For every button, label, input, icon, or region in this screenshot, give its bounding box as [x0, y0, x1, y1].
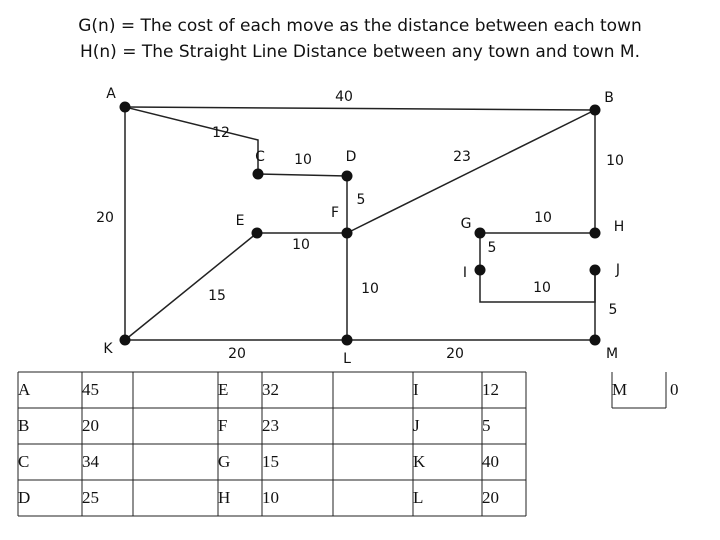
node-B [589, 104, 601, 116]
table-hvalue-E: 32 [262, 380, 279, 399]
edge-A-C [124, 106, 259, 174]
node-label-A: A [106, 86, 116, 102]
table-town-J: J [413, 416, 420, 435]
table-hvalue-F: 23 [262, 416, 279, 435]
edge-cost-I-J: 10 [533, 280, 551, 296]
node-label-I: I [463, 265, 467, 281]
table-town-K: K [413, 452, 426, 471]
edge-cost-B-H: 10 [606, 153, 624, 169]
header-line-h: H(n) = The Straight Line Distance betwee… [79, 42, 640, 62]
node-C [252, 168, 264, 180]
node-label-J: J [615, 262, 620, 278]
node-label-M: M [606, 346, 618, 362]
edge-cost-E-K: 15 [208, 288, 226, 304]
table-hvalue-G: 15 [262, 452, 279, 471]
node-label-C: C [255, 149, 265, 165]
node-J [589, 264, 601, 276]
table-town-A: A [18, 380, 31, 399]
node-F [341, 227, 353, 239]
node-A [119, 101, 131, 113]
node-label-F: F [331, 205, 339, 221]
table-town-F: F [218, 416, 228, 435]
node-label-H: H [614, 219, 625, 235]
edge-cost-A-K: 20 [96, 210, 114, 226]
table-town-L: L [413, 488, 424, 507]
table-town-C: C [18, 452, 30, 471]
table-town-I: I [413, 380, 419, 399]
table-town-G: G [218, 452, 231, 471]
edge-cost-D-F: 5 [357, 192, 366, 208]
edge-cost-J-M: 5 [609, 302, 618, 318]
table-hvalue-B: 20 [82, 416, 99, 435]
node-label-L: L [343, 351, 351, 367]
edge-F-B [346, 109, 596, 234]
edge-cost-A-B: 40 [335, 89, 353, 105]
edge-C-D [257, 173, 348, 177]
table-town-B: B [18, 416, 30, 435]
table-town-D: D [18, 488, 31, 507]
table-town-E: E [218, 380, 229, 399]
node-label-B: B [604, 90, 614, 106]
table-hvalue-C: 34 [82, 452, 99, 471]
edge-cost-G-H: 10 [534, 210, 552, 226]
node-label-K: K [103, 341, 113, 357]
edge-A-B [124, 106, 596, 111]
node-label-G: G [461, 216, 472, 232]
table-hvalue-I: 12 [482, 380, 499, 399]
edge-cost-C-D: 10 [294, 152, 312, 168]
table-hvalue-M: 0 [670, 380, 679, 399]
table-hvalue-D: 25 [82, 488, 99, 507]
edge-cost-E-F: 10 [292, 237, 310, 253]
table-town-H: H [218, 488, 231, 507]
node-K [119, 334, 131, 346]
table-hvalue-A: 45 [82, 380, 99, 399]
node-G [474, 227, 486, 239]
node-D [341, 170, 353, 182]
edge-cost-F-B: 23 [453, 149, 471, 165]
node-I [474, 264, 486, 276]
edge-cost-F-L: 10 [361, 281, 379, 297]
table-hvalue-L: 20 [482, 488, 499, 507]
edge-cost-L-M: 20 [446, 346, 464, 362]
table-hvalue-J: 5 [482, 416, 491, 435]
node-M [589, 334, 601, 346]
table-hvalue-K: 40 [482, 452, 499, 471]
node-H [589, 227, 601, 239]
header-line-g: G(n) = The cost of each move as the dist… [78, 16, 642, 36]
node-label-E: E [236, 213, 245, 229]
table-hvalue-H: 10 [262, 488, 279, 507]
edge-cost-K-L: 20 [228, 346, 246, 362]
node-label-D: D [346, 149, 357, 165]
node-L [341, 334, 353, 346]
table-town-M: M [612, 380, 628, 399]
edge-cost-G-I: 5 [488, 240, 497, 256]
edge-E-K [124, 232, 258, 341]
node-E [251, 227, 263, 239]
edge-cost-A-C: 12 [212, 125, 230, 141]
